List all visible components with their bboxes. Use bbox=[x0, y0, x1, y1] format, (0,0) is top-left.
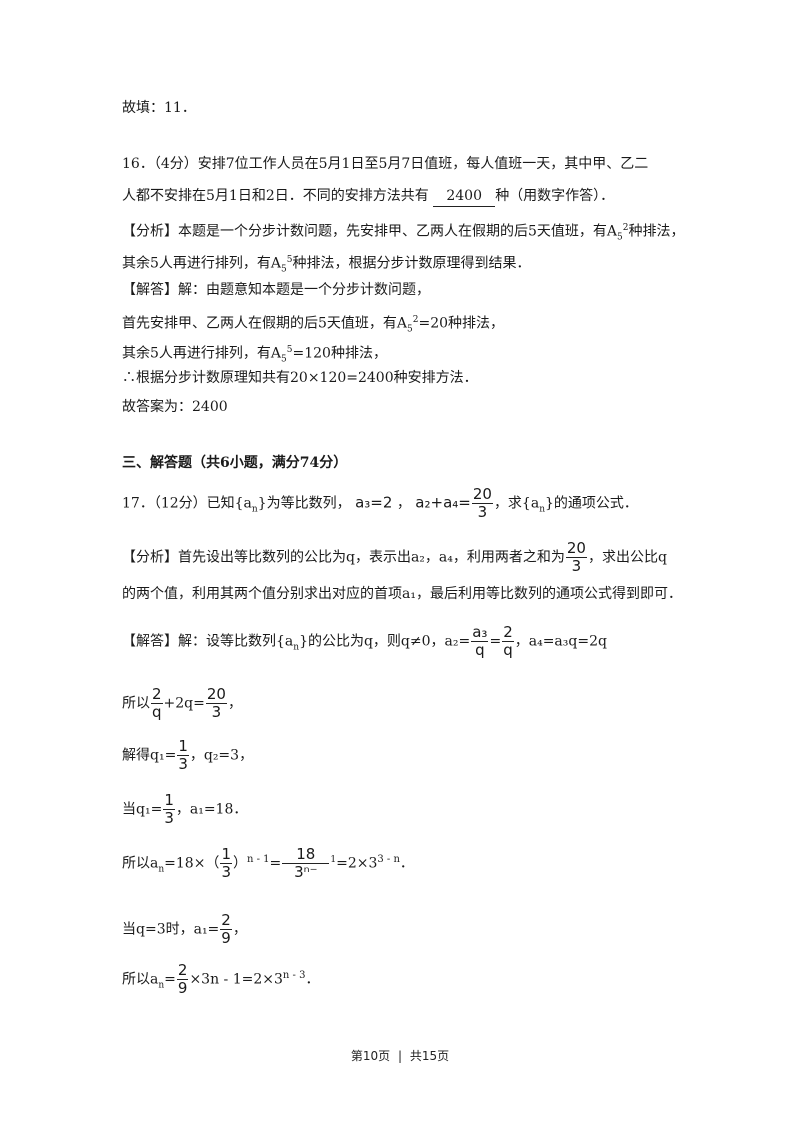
solution-line2: 首先安排甲、乙两人在假期的后5天值班，有A52=20种排法， bbox=[122, 315, 505, 335]
section-heading: 三、解答题（共6小题，满分74分） bbox=[122, 455, 348, 471]
analysis-line1: 【分析】本题是一个分步计数问题，先安排甲、乙两人在假期的后5天值班，有A52种排… bbox=[122, 223, 685, 243]
solution-line5: 故答案为：2400 bbox=[122, 399, 228, 415]
answer-blank: 2400 bbox=[433, 186, 496, 207]
page-footer: 第10页 | 共15页 bbox=[0, 1047, 800, 1064]
page-total: 共15页 bbox=[409, 1049, 450, 1063]
solution-line1: 【解答】解：由题意知本题是一个分步计数问题， bbox=[122, 282, 430, 298]
solution-line3: 其余5人再进行排列，有A55=120种排法， bbox=[122, 345, 387, 365]
analysis-line2: 其余5人再进行排列，有A55种排法，根据分步计数原理得到结果． bbox=[122, 255, 531, 275]
solution-line4: ∴根据分步计数原理知共有20×120=2400种安排方法． bbox=[122, 370, 478, 386]
question-16-line1: 16．（4分）安排7位工作人员在5月1日至5月7日值班，每人值班一天，其中甲、乙… bbox=[122, 156, 649, 172]
footer-separator: | bbox=[397, 1049, 403, 1063]
text-line: 故填：11． bbox=[122, 100, 196, 116]
analysis-17-line2: 的两个值，利用其两个值分别求出对应的首项a₁，最后利用等比数列的通项公式得到即可… bbox=[122, 586, 682, 602]
page-number: 第10页 bbox=[350, 1049, 391, 1063]
